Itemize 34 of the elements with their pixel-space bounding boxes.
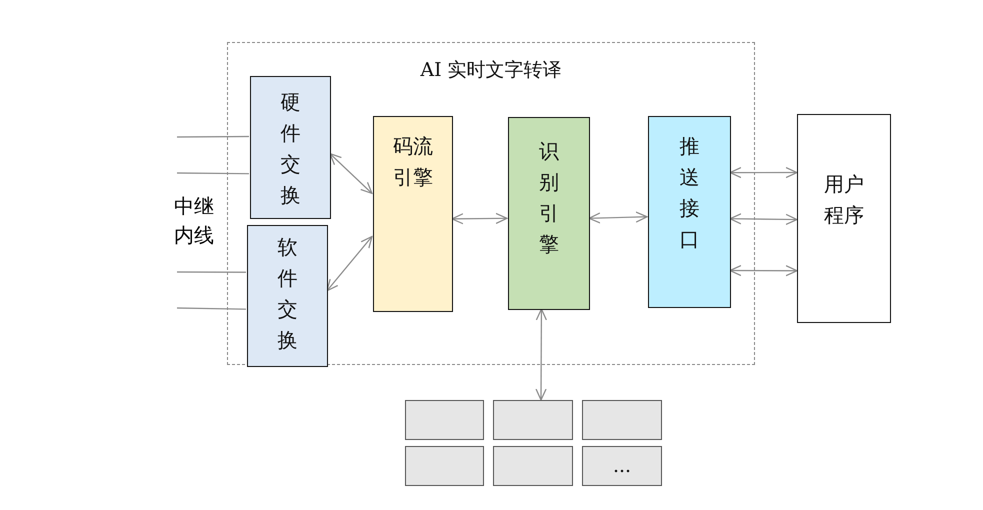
double-arrow — [729, 264, 798, 276]
group-frame — [227, 42, 755, 365]
group-title: AI 实时文字转译 — [420, 58, 562, 83]
side-label: 中继内线 — [174, 193, 215, 249]
box-label: ... — [612, 454, 632, 479]
box-label: 识别引擎 — [539, 138, 559, 258]
double-arrow — [588, 211, 648, 224]
connector-line — [177, 172, 249, 174]
blank-box — [493, 400, 573, 440]
box-label: 硬件交换 — [280, 89, 300, 209]
blank-box — [582, 400, 662, 440]
box-label: 软件交换 — [278, 234, 298, 354]
box-label: 码流引擎 — [393, 133, 433, 191]
process-box — [648, 116, 731, 308]
double-arrow — [535, 308, 547, 401]
double-arrow — [451, 212, 508, 224]
double-arrow — [326, 236, 373, 292]
process-box — [797, 114, 891, 323]
process-box — [250, 76, 331, 219]
connector-line — [177, 271, 246, 273]
blank-box — [405, 446, 484, 486]
connector-line — [177, 136, 249, 138]
box-label: 推送接口 — [680, 133, 700, 253]
connector-line — [176, 307, 246, 310]
process-box — [373, 116, 453, 312]
process-box — [247, 225, 328, 367]
box-label: 用户程序 — [824, 171, 864, 229]
double-arrow — [729, 166, 798, 178]
process-box — [582, 446, 662, 486]
double-arrow — [329, 153, 373, 194]
blank-box — [405, 400, 484, 440]
process-box — [508, 117, 590, 310]
blank-box — [493, 446, 573, 486]
double-arrow — [729, 213, 798, 225]
